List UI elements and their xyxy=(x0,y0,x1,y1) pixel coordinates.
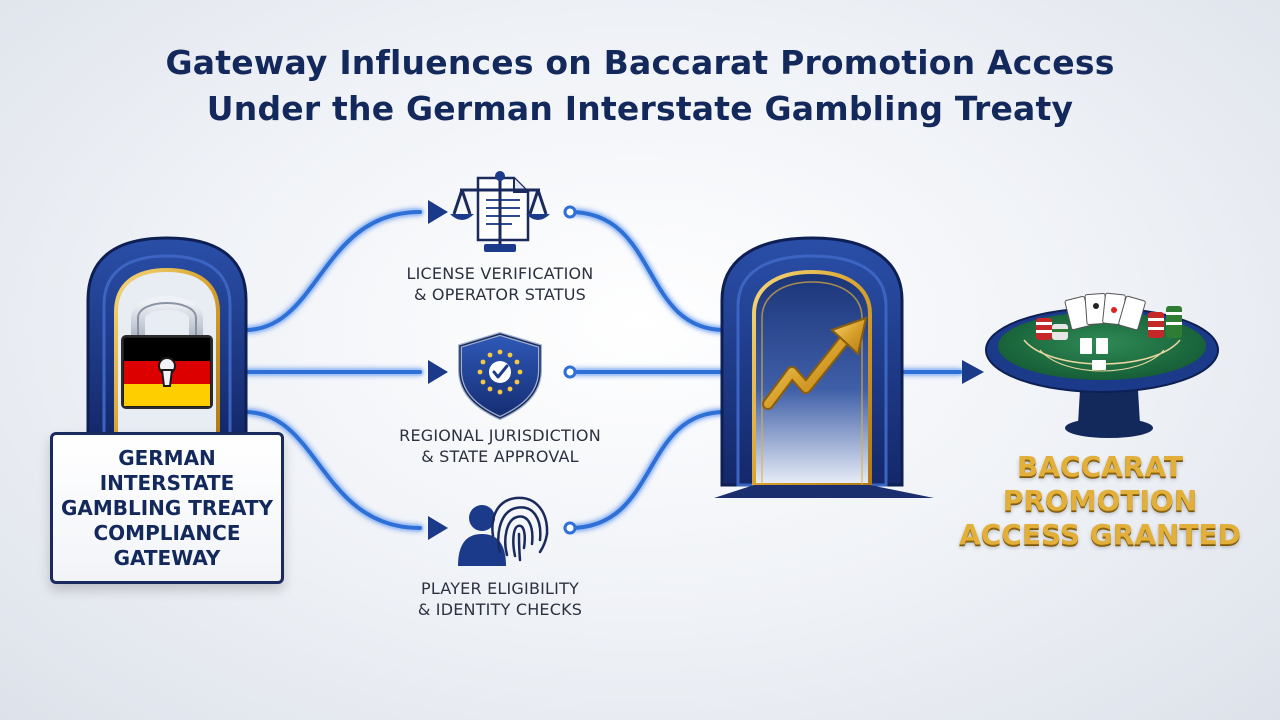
gateway-line-1: GERMAN xyxy=(118,445,216,470)
title-line-1: Gateway Influences on Baccarat Promotion… xyxy=(165,43,1115,82)
step-player-eligibility-label: PLAYER ELIGIBILITY & IDENTITY CHECKS xyxy=(350,578,650,620)
flow-nodes xyxy=(563,205,577,535)
gateway-line-5: GATEWAY xyxy=(113,545,221,570)
step-jurisdiction-line-1: REGIONAL JURISDICTION xyxy=(399,426,601,445)
fingerprint-user-icon xyxy=(458,496,549,566)
compliance-gateway-box: GERMAN INTERSTATE GAMBLING TREATY COMPLI… xyxy=(50,432,284,584)
scales-document-icon xyxy=(450,171,550,252)
padlock-icon xyxy=(121,296,213,409)
check-icon xyxy=(492,364,509,379)
step-license-line-1: LICENSE VERIFICATION xyxy=(406,264,594,283)
chip-stacks xyxy=(1036,306,1182,340)
baccarat-table-icon xyxy=(985,292,1219,438)
result-line-3: ACCESS GRANTED xyxy=(959,518,1241,551)
gateway-line-3: GAMBLING TREATY xyxy=(60,495,274,520)
title-line-2: Under the German Interstate Gambling Tre… xyxy=(206,89,1074,128)
growth-arrow-icon xyxy=(762,316,868,410)
gateway-line-2: INTERSTATE xyxy=(99,470,235,495)
step-jurisdiction-line-2: & STATE APPROVAL xyxy=(421,447,579,466)
gateway-line-4: COMPLIANCE xyxy=(93,520,241,545)
step-eligibility-line-2: & IDENTITY CHECKS xyxy=(417,600,583,619)
fingerprint-icon xyxy=(491,496,549,562)
result-line-2: PROMOTION xyxy=(1002,484,1198,517)
flow-arrowheads xyxy=(428,200,984,540)
flow-lines xyxy=(241,208,964,532)
page-title: Gateway Influences on Baccarat Promotion… xyxy=(0,40,1280,132)
flag-stripe-black xyxy=(124,338,210,361)
step-regional-jurisdiction-label: REGIONAL JURISDICTION & STATE APPROVAL xyxy=(350,425,650,467)
eu-shield-icon xyxy=(458,331,542,421)
access-granted-label: BACCARAT PROMOTION ACCESS GRANTED xyxy=(940,450,1260,552)
flag-stripe-gold xyxy=(124,384,210,406)
step-license-line-2: & OPERATOR STATUS xyxy=(413,285,587,304)
step-eligibility-line-1: PLAYER ELIGIBILITY xyxy=(420,579,580,598)
eu-stars-ring xyxy=(477,349,523,395)
step-license-verification-label: LICENSE VERIFICATION & OPERATOR STATUS xyxy=(350,263,650,305)
playing-cards xyxy=(1064,292,1146,370)
result-line-1: BACCARAT xyxy=(1017,450,1183,483)
